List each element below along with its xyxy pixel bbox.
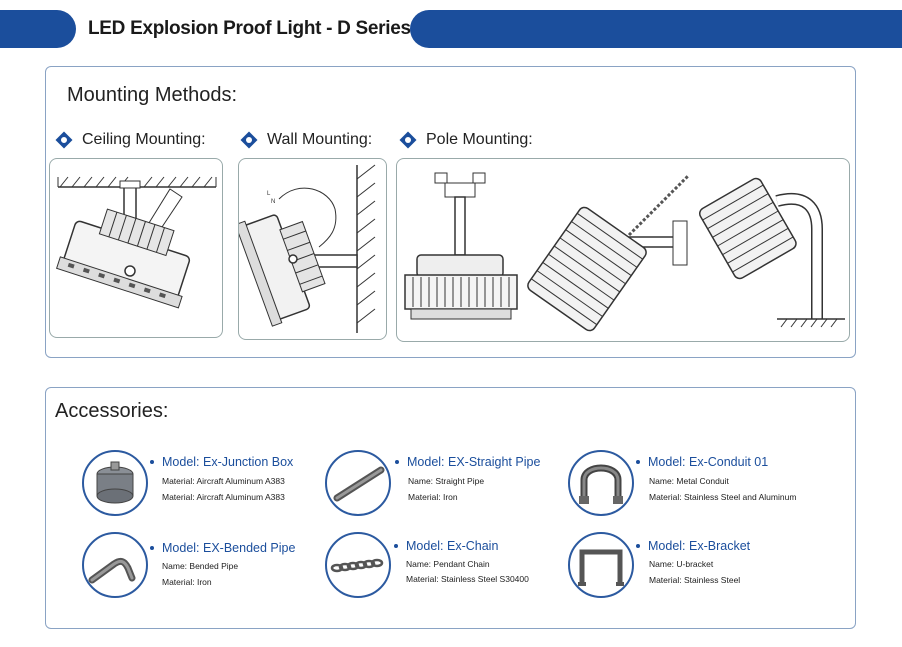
accessory-line1: Name: Pendant Chain <box>406 559 490 569</box>
svg-text:N: N <box>271 199 275 205</box>
method-label: Ceiling Mounting: <box>82 131 206 148</box>
svg-text:L: L <box>267 191 271 197</box>
bullet-dot-icon <box>636 544 640 548</box>
diamond-bullet-icon <box>240 131 258 149</box>
bullet-dot-icon <box>395 460 399 464</box>
accessory-line2: Material: Stainless Steel <box>649 575 741 585</box>
accessory-model: Model: Ex-Chain <box>394 539 498 553</box>
method-wall: Wall Mounting: <box>240 131 372 149</box>
header-right-bar <box>410 10 902 48</box>
method-label: Pole Mounting: <box>426 131 533 148</box>
accessory-model: Model: EX-Straight Pipe <box>395 455 540 469</box>
accessory-line2: Material: Iron <box>408 492 458 502</box>
accessory-line2: Material: Iron <box>162 577 212 587</box>
accessory-model: Model: Ex-Bracket <box>636 539 750 553</box>
accessory-model-text: Model: Ex-Junction Box <box>162 455 294 469</box>
bullet-dot-icon <box>394 544 398 548</box>
conduit-icon <box>568 450 634 516</box>
header-left-bar <box>0 10 76 48</box>
accessory-line2: Material: Aircraft Aluminum A383 <box>162 492 285 502</box>
accessory-line1: Name: Bended Pipe <box>162 561 239 571</box>
chain-icon <box>325 532 391 598</box>
method-ceiling: Ceiling Mounting: <box>55 131 206 149</box>
bended-pipe-icon <box>82 532 148 598</box>
accessory-line2: Material: Stainless Steel and Aluminum <box>649 492 797 502</box>
bullet-dot-icon <box>150 546 154 550</box>
accessory-model-text: Model: EX-Bended Pipe <box>162 541 296 555</box>
wall-mount-illustration: L N <box>238 158 387 340</box>
bullet-dot-icon <box>636 460 640 464</box>
method-pole: Pole Mounting: <box>399 131 533 149</box>
accessories-panel <box>45 387 856 629</box>
accessory-line2: Material: Stainless Steel S30400 <box>406 574 529 584</box>
accessory-model-text: Model: Ex-Chain <box>406 539 499 553</box>
ceiling-mount-illustration <box>49 158 223 338</box>
accessory-line1: Name: Straight Pipe <box>408 476 485 486</box>
accessory-model: Model: Ex-Junction Box <box>150 455 293 469</box>
diamond-bullet-icon <box>55 131 73 149</box>
mounting-methods-title: Mounting Methods: <box>67 84 238 106</box>
bullet-dot-icon <box>150 460 154 464</box>
junction-box-icon <box>82 450 148 516</box>
bracket-icon <box>568 532 634 598</box>
pole-mount-illustration <box>396 158 850 342</box>
straight-pipe-icon <box>325 450 391 516</box>
accessory-model-text: Model: Ex-Conduit 01 <box>648 455 769 469</box>
accessory-model-text: Model: Ex-Bracket <box>648 539 751 553</box>
accessory-model: Model: EX-Bended Pipe <box>150 541 295 555</box>
accessories-title: Accessories: <box>55 400 169 422</box>
diamond-bullet-icon <box>399 131 417 149</box>
accessory-line1: Material: Aircraft Aluminum A383 <box>162 476 285 486</box>
method-label: Wall Mounting: <box>267 131 373 148</box>
accessory-model: Model: Ex-Conduit 01 <box>636 455 768 469</box>
page-title: LED Explosion Proof Light - D Series <box>88 18 411 39</box>
accessory-line1: Name: Metal Conduit <box>649 476 729 486</box>
accessory-model-text: Model: EX-Straight Pipe <box>407 455 541 469</box>
accessory-line1: Name: U-bracket <box>649 559 714 569</box>
